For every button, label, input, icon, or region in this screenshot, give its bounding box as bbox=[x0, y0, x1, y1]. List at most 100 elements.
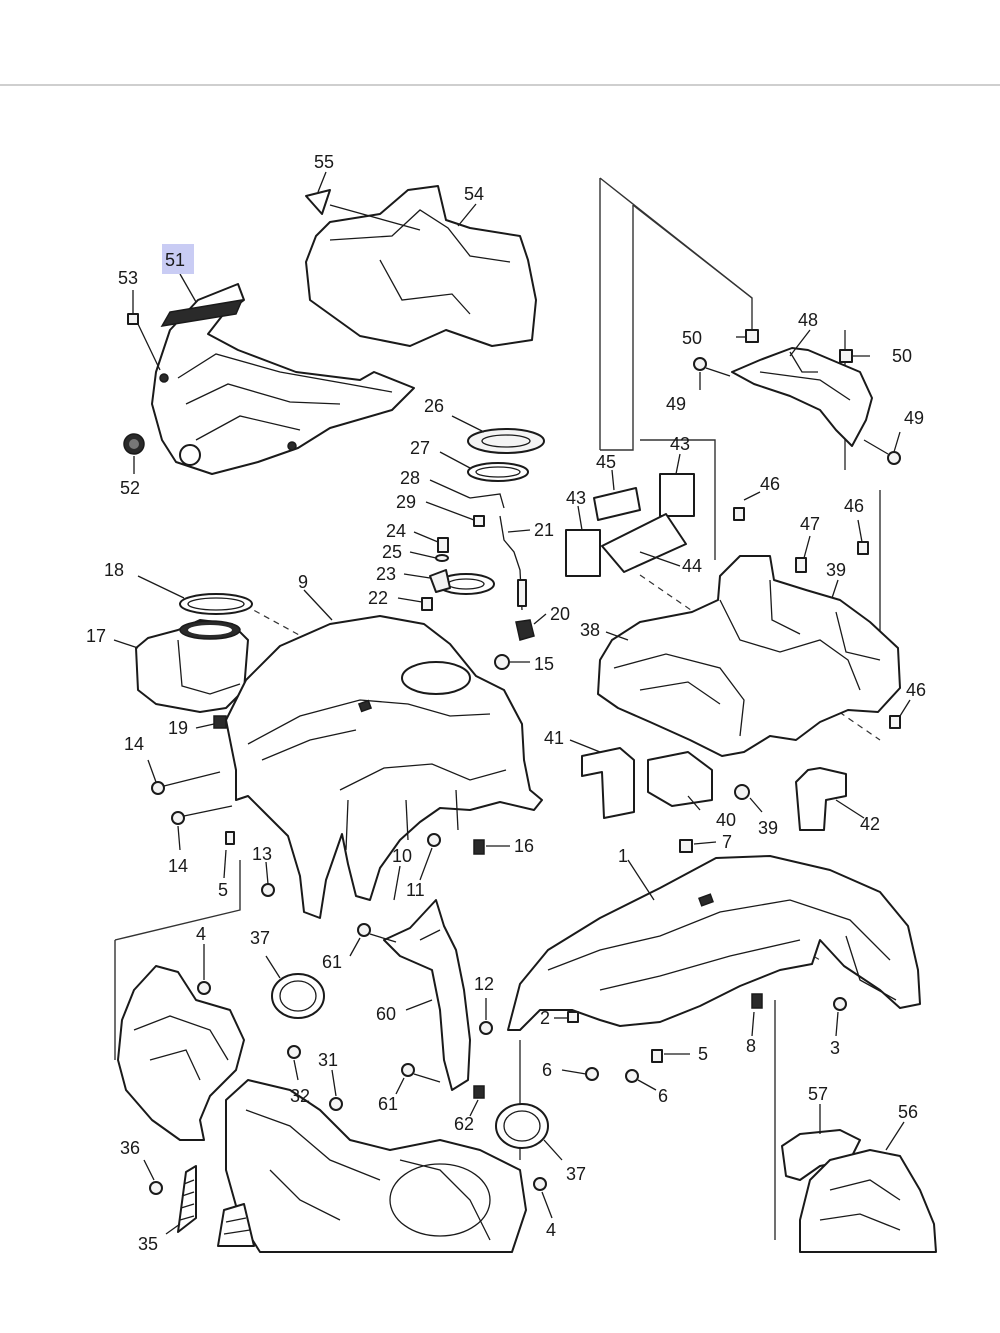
part-7 bbox=[679, 839, 717, 853]
label-21: 21 bbox=[534, 520, 554, 540]
left-intake-duct bbox=[117, 965, 245, 1141]
label-47: 47 bbox=[800, 514, 820, 534]
label-6: 6 bbox=[658, 1086, 668, 1106]
part-32 bbox=[287, 1045, 301, 1081]
label-49: 49 bbox=[666, 394, 686, 414]
part-28 bbox=[429, 479, 505, 509]
label-27: 27 bbox=[410, 438, 430, 458]
part-5 bbox=[223, 831, 690, 1063]
label-25: 25 bbox=[382, 542, 402, 562]
label-26: 26 bbox=[424, 396, 444, 416]
label-45: 45 bbox=[596, 452, 616, 472]
label-51: 51 bbox=[165, 250, 185, 270]
label-43: 43 bbox=[670, 434, 690, 454]
label-9: 9 bbox=[298, 572, 308, 592]
part-36 bbox=[143, 1159, 163, 1195]
part-13 bbox=[261, 861, 275, 897]
label-49: 49 bbox=[904, 408, 924, 428]
label-6: 6 bbox=[542, 1060, 552, 1080]
part-17 bbox=[113, 619, 249, 713]
part-41 bbox=[569, 739, 635, 819]
part-22 bbox=[397, 597, 433, 611]
part-56 bbox=[799, 1121, 937, 1253]
part-44 bbox=[601, 513, 687, 573]
part-35 bbox=[165, 1165, 255, 1247]
label-4: 4 bbox=[546, 1220, 556, 1240]
label-13: 13 bbox=[252, 844, 272, 864]
part-6 bbox=[561, 1067, 657, 1091]
part-4 bbox=[197, 944, 553, 1219]
part-62 bbox=[469, 1085, 485, 1117]
label-35: 35 bbox=[138, 1234, 158, 1254]
part-38 bbox=[597, 555, 901, 757]
label-54: 54 bbox=[464, 184, 484, 204]
label-18: 18 bbox=[104, 560, 124, 580]
label-39: 39 bbox=[826, 560, 846, 580]
label-29: 29 bbox=[396, 492, 416, 512]
label-5: 5 bbox=[698, 1044, 708, 1064]
part-21 bbox=[499, 515, 531, 611]
label-48: 48 bbox=[798, 310, 818, 330]
part-25 bbox=[409, 551, 449, 562]
label-8: 8 bbox=[746, 1036, 756, 1056]
part-60 bbox=[383, 899, 471, 1091]
label-4: 4 bbox=[196, 924, 206, 944]
part-19 bbox=[195, 715, 227, 729]
label-53: 53 bbox=[118, 268, 138, 288]
label-22: 22 bbox=[368, 588, 388, 608]
label-14: 14 bbox=[124, 734, 144, 754]
label-16: 16 bbox=[514, 836, 534, 856]
part-46 bbox=[733, 491, 911, 729]
part-45 bbox=[593, 469, 641, 521]
label-28: 28 bbox=[400, 468, 420, 488]
label-61: 61 bbox=[322, 952, 342, 972]
part-51 bbox=[151, 273, 415, 475]
part-29 bbox=[425, 501, 485, 527]
label-52: 52 bbox=[120, 478, 140, 498]
part-42 bbox=[795, 767, 865, 831]
label-7: 7 bbox=[722, 832, 732, 852]
label-40: 40 bbox=[716, 810, 736, 830]
part-52 bbox=[123, 433, 145, 474]
label-37: 37 bbox=[250, 928, 270, 948]
top-bar bbox=[0, 0, 1000, 86]
part-27 bbox=[439, 451, 529, 482]
part-48 bbox=[731, 329, 873, 447]
label-46: 46 bbox=[844, 496, 864, 516]
part-50 bbox=[736, 329, 870, 363]
label-46: 46 bbox=[906, 680, 926, 700]
label-15: 15 bbox=[534, 654, 554, 674]
part-37 bbox=[265, 955, 563, 1161]
label-1: 1 bbox=[618, 846, 628, 866]
label-50: 50 bbox=[892, 346, 912, 366]
label-14: 14 bbox=[168, 856, 188, 876]
label-46: 46 bbox=[760, 474, 780, 494]
label-20: 20 bbox=[550, 604, 570, 624]
label-2: 2 bbox=[540, 1008, 550, 1028]
label-55: 55 bbox=[314, 152, 334, 172]
part-16 bbox=[473, 839, 510, 855]
label-41: 41 bbox=[544, 728, 564, 748]
label-43: 43 bbox=[566, 488, 586, 508]
part-40 bbox=[647, 751, 713, 811]
part-54 bbox=[305, 185, 537, 347]
part-9 bbox=[225, 589, 543, 919]
label-42: 42 bbox=[860, 814, 880, 834]
part-49 bbox=[693, 357, 901, 465]
part-20 bbox=[515, 613, 547, 641]
part-15 bbox=[494, 654, 530, 670]
part-2 bbox=[554, 1011, 579, 1023]
part-23 bbox=[403, 569, 495, 595]
highlight-51 bbox=[162, 244, 194, 274]
part-18 bbox=[137, 575, 253, 615]
label-60: 60 bbox=[376, 1004, 396, 1024]
label-39: 39 bbox=[758, 818, 778, 838]
part-11 bbox=[419, 833, 441, 881]
part-24 bbox=[413, 531, 449, 553]
part-43 bbox=[565, 453, 695, 577]
part-14 bbox=[147, 759, 233, 851]
label-31: 31 bbox=[318, 1050, 338, 1070]
label-17: 17 bbox=[86, 626, 106, 646]
label-37: 37 bbox=[566, 1164, 586, 1184]
